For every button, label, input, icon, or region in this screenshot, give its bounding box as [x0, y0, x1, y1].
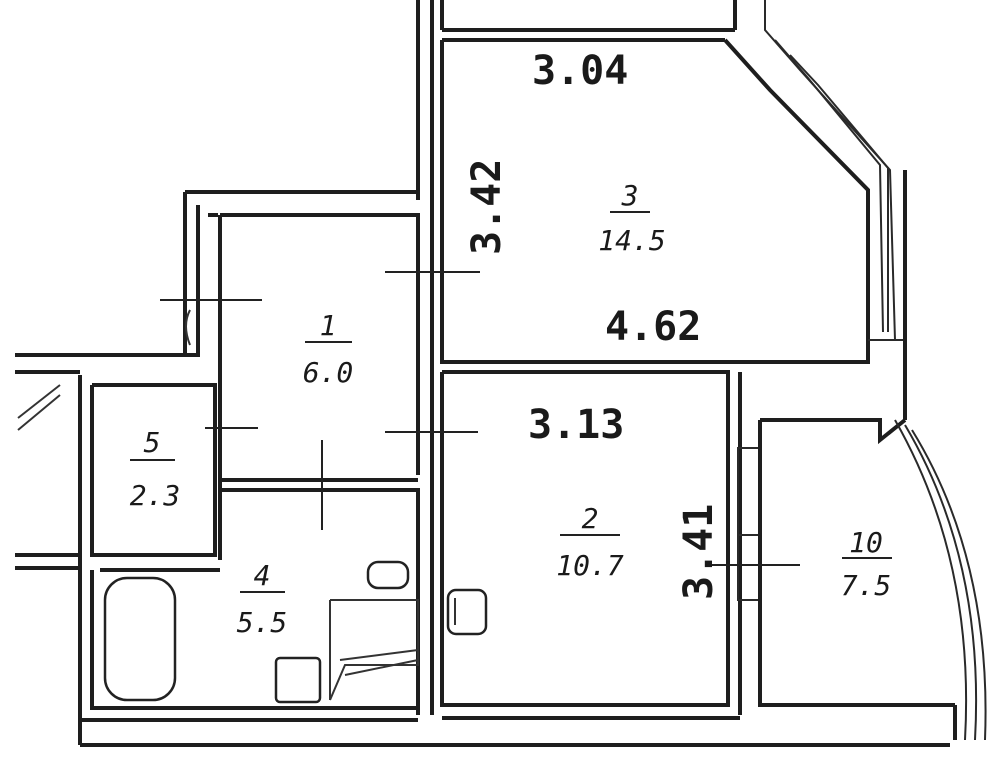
dimension-labels: 3.04 3.42 4.62 3.13 3.41: [464, 48, 722, 600]
dim-room2-width: 3.13: [528, 402, 624, 448]
room-number: 2: [582, 502, 599, 535]
toilet-icon: [274, 656, 322, 704]
room-area: 2.3: [130, 479, 181, 512]
sink-icon: [446, 588, 488, 636]
room-number: 10: [849, 526, 883, 559]
room-10-label: 10 7.5: [841, 526, 892, 602]
washbasin-icon: [366, 560, 410, 590]
bathtub-icon: [103, 576, 177, 702]
fixtures: [103, 560, 488, 704]
room-area: 14.5: [598, 224, 665, 257]
dim-room3-bottom: 4.62: [605, 304, 701, 350]
dim-room3-top: 3.04: [532, 48, 628, 94]
room-area: 6.0: [303, 356, 354, 389]
room-number: 3: [621, 179, 639, 212]
room-2-label: 2 10.7: [556, 502, 624, 582]
dim-room3-height: 3.42: [464, 159, 510, 255]
room-area: 5.5: [237, 606, 288, 639]
walls: [15, 0, 987, 747]
room-4-label: 4 5.5: [237, 559, 288, 639]
room-1-label: 1 6.0: [303, 309, 354, 389]
room-area: 7.5: [841, 569, 892, 602]
dim-room2-height: 3.41: [676, 504, 722, 600]
room-number: 1: [320, 309, 337, 342]
room-number: 5: [144, 426, 161, 459]
room-area: 10.7: [556, 549, 624, 582]
room-labels: 3 14.5 1 6.0 2 10.7 5 2.3 4 5.5 10 7.5: [130, 179, 892, 639]
door-marks: [160, 271, 800, 566]
room-number: 4: [254, 559, 271, 592]
room-3-label: 3 14.5: [598, 179, 665, 257]
room-5-label: 5 2.3: [130, 426, 181, 512]
